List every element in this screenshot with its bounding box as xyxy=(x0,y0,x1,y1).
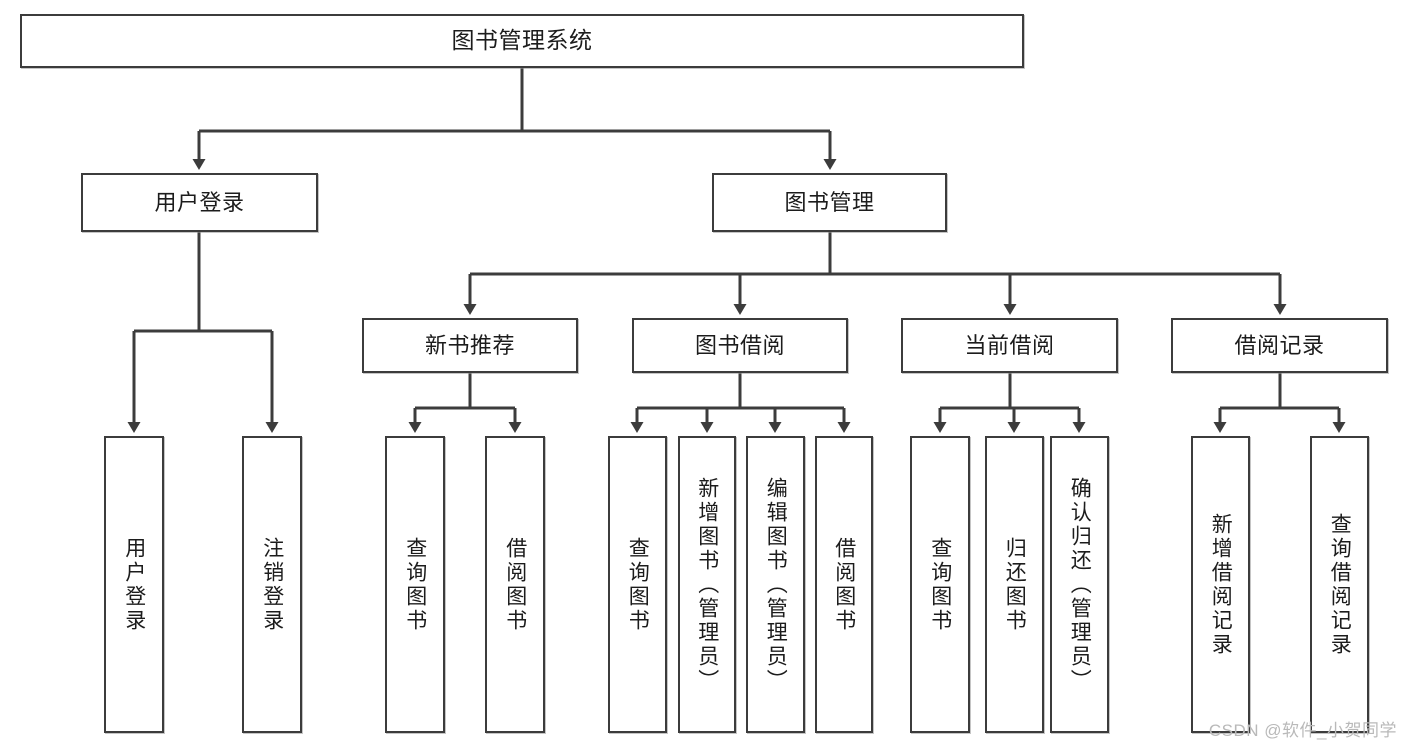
node-leaf-query-record-label: 查询借阅记录 xyxy=(1328,512,1352,657)
node-leaf-borrow-book-2[interactable]: 借阅图书 xyxy=(815,436,873,733)
node-book-borrow[interactable]: 图书借阅 xyxy=(632,318,848,373)
node-leaf-edit-book[interactable]: 编辑图书（管理员） xyxy=(746,436,805,733)
node-leaf-user-login[interactable]: 用户登录 xyxy=(104,436,164,733)
node-leaf-confirm-return[interactable]: 确认归还（管理员） xyxy=(1050,436,1109,733)
node-leaf-query-book-1-label: 查询图书 xyxy=(403,536,427,633)
node-leaf-query-record[interactable]: 查询借阅记录 xyxy=(1310,436,1369,733)
node-leaf-return-book[interactable]: 归还图书 xyxy=(985,436,1044,733)
node-root-label: 图书管理系统 xyxy=(451,27,593,54)
watermark: CSDN @软件_小贺同学 xyxy=(1208,721,1397,740)
node-book-manage-label: 图书管理 xyxy=(784,189,875,215)
node-leaf-confirm-return-label: 确认归还（管理员） xyxy=(1068,476,1092,693)
node-leaf-query-book-1[interactable]: 查询图书 xyxy=(385,436,445,733)
node-leaf-borrow-book-2-label: 借阅图书 xyxy=(832,536,856,633)
node-leaf-query-book-2[interactable]: 查询图书 xyxy=(608,436,667,733)
node-current-borrow-label: 当前借阅 xyxy=(964,332,1055,358)
node-leaf-query-book-3[interactable]: 查询图书 xyxy=(910,436,970,733)
node-leaf-logout[interactable]: 注销登录 xyxy=(242,436,302,733)
node-user-login-label: 用户登录 xyxy=(154,189,245,215)
node-book-manage[interactable]: 图书管理 xyxy=(712,173,947,232)
node-leaf-edit-book-label: 编辑图书（管理员） xyxy=(764,476,788,693)
node-leaf-add-book-label: 新增图书（管理员） xyxy=(695,476,719,693)
node-borrow-record[interactable]: 借阅记录 xyxy=(1171,318,1388,373)
node-leaf-borrow-book-1[interactable]: 借阅图书 xyxy=(485,436,545,733)
node-leaf-user-login-label: 用户登录 xyxy=(122,536,146,633)
node-book-borrow-label: 图书借阅 xyxy=(694,332,785,358)
node-user-login[interactable]: 用户登录 xyxy=(81,173,318,232)
node-leaf-add-record[interactable]: 新增借阅记录 xyxy=(1191,436,1250,733)
node-new-book-recommend[interactable]: 新书推荐 xyxy=(362,318,578,373)
node-leaf-query-book-2-label: 查询图书 xyxy=(626,536,650,633)
node-new-book-recommend-label: 新书推荐 xyxy=(424,332,515,358)
node-leaf-add-record-label: 新增借阅记录 xyxy=(1209,512,1233,657)
node-current-borrow[interactable]: 当前借阅 xyxy=(901,318,1118,373)
node-leaf-query-book-3-label: 查询图书 xyxy=(928,536,952,633)
node-leaf-return-book-label: 归还图书 xyxy=(1003,536,1027,633)
node-root[interactable]: 图书管理系统 xyxy=(20,14,1024,68)
node-leaf-add-book[interactable]: 新增图书（管理员） xyxy=(678,436,736,733)
node-leaf-borrow-book-1-label: 借阅图书 xyxy=(503,536,527,633)
node-leaf-logout-label: 注销登录 xyxy=(260,536,284,633)
node-borrow-record-label: 借阅记录 xyxy=(1234,332,1325,358)
